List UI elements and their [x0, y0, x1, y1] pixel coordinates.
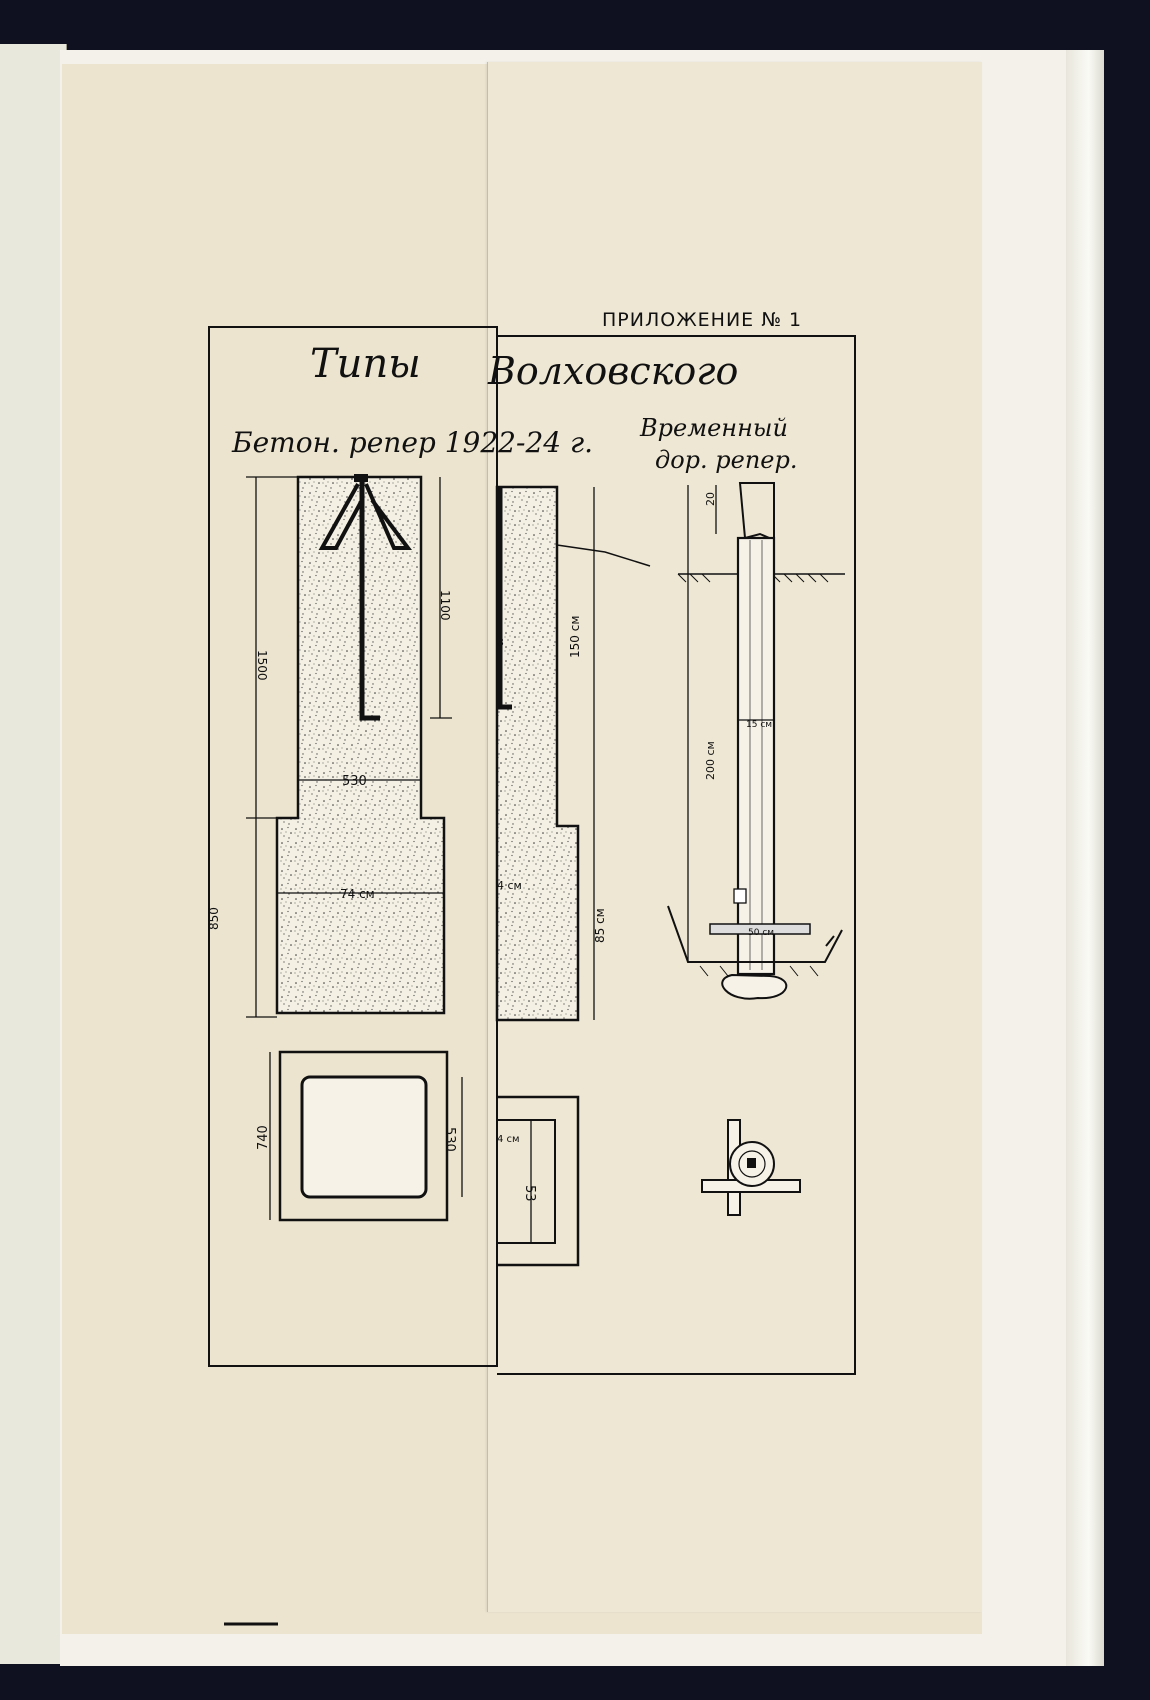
page-edge-shadow — [1066, 50, 1104, 1666]
appendix-label: ПРИЛОЖЕНИЕ № 1 — [602, 309, 802, 331]
dim-height-150: 150 см — [568, 616, 582, 658]
dim-col-width: 530 — [342, 774, 367, 789]
concrete-benchmark-elevation — [275, 474, 446, 1015]
dim-post-width: 15 см — [746, 720, 772, 730]
right-frame — [496, 327, 856, 1375]
dim-plan-53: 53 — [522, 1185, 537, 1202]
title-left: Типы — [310, 341, 421, 387]
temporary-post-drawing — [667, 482, 845, 1000]
dim-small-3: 3 — [497, 636, 504, 649]
dim-crossbar: 50 см — [748, 928, 774, 938]
left-dimension-lines — [246, 476, 452, 1018]
dim-base-height: 850 — [207, 907, 221, 930]
right-caption-line2: дор. репер. — [655, 446, 798, 474]
dim-total-height: 1500 — [255, 650, 269, 681]
dim-post-depth: 200 см — [704, 741, 717, 780]
dim-base-width: 74 см — [340, 887, 375, 901]
title-right: Волховского — [487, 349, 738, 393]
dim-small-4: 4 см — [497, 879, 522, 892]
dim-plan-outer: 740 — [256, 1125, 271, 1150]
dim-post-top: 20 — [704, 492, 717, 506]
concrete-benchmark-plan — [269, 1050, 463, 1222]
left-caption: Бетон. репер 1922-24 г. — [231, 426, 593, 459]
right-caption-line1: Временный — [639, 414, 788, 442]
concrete-section-right — [495, 485, 651, 1022]
dim-rod: 1100 — [438, 590, 452, 621]
dim-height-85: 85 см — [593, 908, 607, 943]
temporary-post-plan — [701, 1119, 801, 1216]
section-plan-right — [497, 1095, 580, 1267]
dim-plan-inner: 530 — [442, 1127, 457, 1152]
dim-plan-4: 4 см — [497, 1134, 520, 1145]
